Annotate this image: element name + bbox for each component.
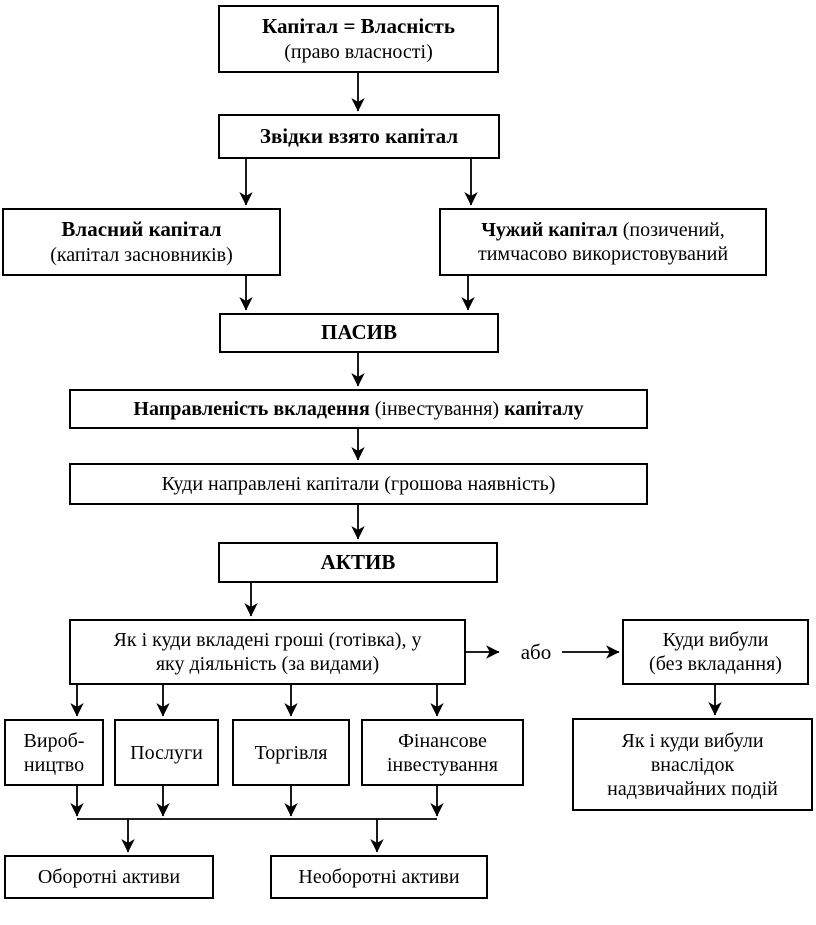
- node-kapital-subtitle: (право власності): [284, 40, 433, 63]
- node-pasyv: ПАСИВ: [219, 313, 499, 353]
- node-chuzhyi-kapital: Чужий капітал (позичений, тимчасово вико…: [439, 208, 767, 276]
- node-torhivlia-label: Торгівля: [254, 741, 328, 764]
- node-aktyv: АКТИВ: [218, 542, 498, 583]
- node-yak-vybuly-line2: внаслідок: [650, 753, 735, 776]
- node-kudy-napravleni: Куди направлені капітали (грошова наявні…: [69, 463, 648, 505]
- node-chuzhyi-line1: Чужий капітал (позичений,: [481, 219, 725, 241]
- node-chuzhyi-line2: тимчасово використовуваний: [477, 243, 729, 265]
- node-posluhy-label: Послуги: [130, 741, 203, 764]
- node-kapital-vlasnist: Капітал = Власність (право власності): [218, 5, 499, 73]
- node-yak-vkladeni-line2: яку діяльність (за видами): [155, 653, 380, 675]
- node-kudy-napravleni-label: Куди направлені капітали (грошова наявні…: [161, 473, 556, 495]
- node-neoborotni-aktyvy: Необоротні активи: [270, 855, 488, 899]
- node-torhivlia: Торгівля: [232, 719, 350, 786]
- node-zvidky-label: Звідки взято капітал: [259, 123, 459, 148]
- node-yak-vybuly-line1: Як і куди вибули: [621, 729, 764, 752]
- node-vlasnyi-subtitle: (капітал засновників): [50, 243, 233, 266]
- node-kapital-title: Капітал = Власність: [262, 14, 455, 39]
- node-yak-vybuly: Як і куди вибули внаслідок надзвичайних …: [572, 718, 813, 811]
- node-kudy-vybuly-line2: (без вкладання): [649, 653, 782, 675]
- node-napravlenist: Направленість вкладення (інвестування) к…: [69, 389, 648, 429]
- node-kudy-vybuly-line1: Куди вибули: [662, 629, 769, 651]
- node-yak-vkladeni: Як і куди вкладені гроші (готівка), у як…: [69, 619, 466, 685]
- node-yak-vkladeni-line1: Як і куди вкладені гроші (готівка), у: [113, 629, 422, 651]
- node-yak-vybuly-line3: надзвичайних подій: [607, 777, 778, 800]
- node-finansove-line2: інвестування: [387, 753, 498, 776]
- node-neoborotni-label: Необоротні активи: [298, 866, 460, 888]
- abo-connector-label: або: [520, 640, 552, 664]
- node-oborotni-aktyvy: Оборотні активи: [4, 855, 214, 899]
- node-vlasnyi-kapital: Власний капітал (капітал засновників): [2, 208, 281, 276]
- node-aktyv-label: АКТИВ: [320, 549, 396, 574]
- node-vyrobnytstvo: Вироб- ництво: [4, 719, 104, 786]
- node-vyrobnytstvo-line1: Вироб-: [23, 729, 85, 752]
- node-vyrobnytstvo-line2: ництво: [23, 753, 85, 776]
- node-finansove: Фінансове інвестування: [361, 719, 524, 786]
- node-pasyv-label: ПАСИВ: [321, 320, 397, 345]
- node-finansove-line1: Фінансове: [398, 729, 487, 752]
- node-oborotni-label: Оборотні активи: [37, 866, 181, 888]
- node-vlasnyi-title: Власний капітал: [61, 217, 222, 242]
- node-napravlenist-line: Направленість вкладення (інвестування) к…: [133, 398, 584, 420]
- node-kudy-vybuly: Куди вибули (без вкладання): [622, 619, 809, 685]
- node-posluhy: Послуги: [114, 719, 219, 786]
- node-zvidky-vziato: Звідки взято капітал: [218, 114, 500, 159]
